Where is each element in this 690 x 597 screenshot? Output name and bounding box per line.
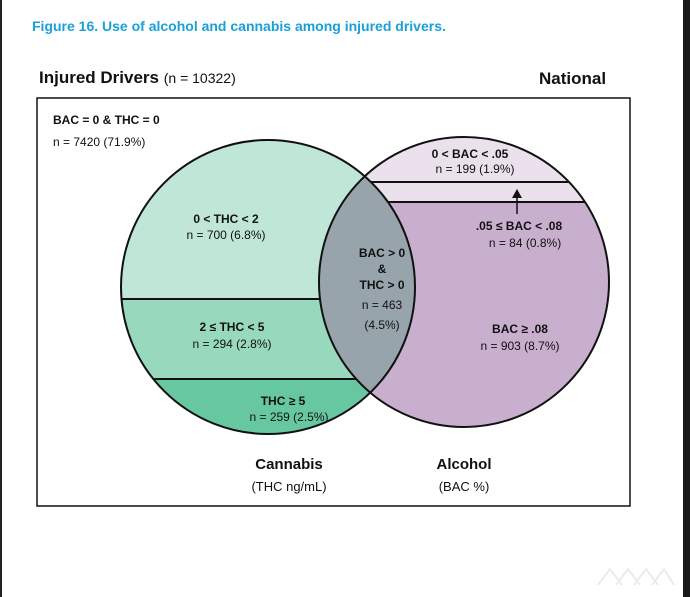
outside-value: n = 7420 (71.9%) [53, 135, 145, 149]
alcohol-caption: Alcohol [437, 456, 492, 473]
overlap-line-1: BAC > 0 [359, 246, 406, 260]
alcohol-high-value: n = 903 (8.7%) [480, 339, 559, 353]
alcohol-mid-value: n = 84 (0.8%) [489, 236, 561, 250]
alcohol-low-value: n = 199 (1.9%) [435, 162, 514, 176]
cannabis-circle [120, 139, 416, 435]
alcohol-high-label: BAC ≥ .08 [492, 322, 548, 336]
overlap-line-3: THC > 0 [359, 278, 404, 292]
overlap-line-4: n = 463 [362, 298, 403, 312]
figure-title: Figure 16. Use of alcohol and cannabis a… [32, 18, 446, 34]
overlap-line-5: (4.5%) [364, 318, 399, 332]
overlap-region [319, 140, 415, 427]
cannabis-mid-value: n = 294 (2.8%) [192, 337, 271, 351]
watermark-logo [597, 567, 675, 586]
overlap-group [319, 140, 415, 427]
arrow-head-icon [512, 189, 522, 198]
cannabis-high-label: THC ≥ 5 [261, 394, 306, 408]
cannabis-high-value: n = 259 (2.5%) [249, 410, 328, 424]
left-edge-rule [0, 0, 2, 597]
outside-label: BAC = 0 & THC = 0 [53, 113, 160, 127]
alcohol-low-label: 0 < BAC < .05 [432, 147, 509, 161]
injured-drivers-label: Injured Drivers [39, 68, 159, 87]
alcohol-mid-label: .05 ≤ BAC < .08 [476, 219, 563, 233]
right-edge-rule [683, 0, 690, 597]
injured-drivers-count: (n = 10322) [163, 70, 236, 86]
cannabis-caption: Cannabis [255, 456, 323, 473]
alcohol-band-mid-strip [319, 182, 609, 202]
cannabis-low-value: n = 700 (6.8%) [186, 228, 265, 242]
cannabis-unit: (THC ng/mL) [251, 479, 326, 494]
injured-drivers-header: Injured Drivers (n = 10322) [39, 68, 236, 88]
cannabis-low-label: 0 < THC < 2 [193, 212, 259, 226]
alcohol-circle [318, 136, 610, 428]
cannabis-mid-label: 2 ≤ THC < 5 [200, 320, 265, 334]
alcohol-unit: (BAC %) [439, 479, 490, 494]
overlap-line-2: & [378, 262, 387, 276]
national-header: National [539, 69, 607, 88]
